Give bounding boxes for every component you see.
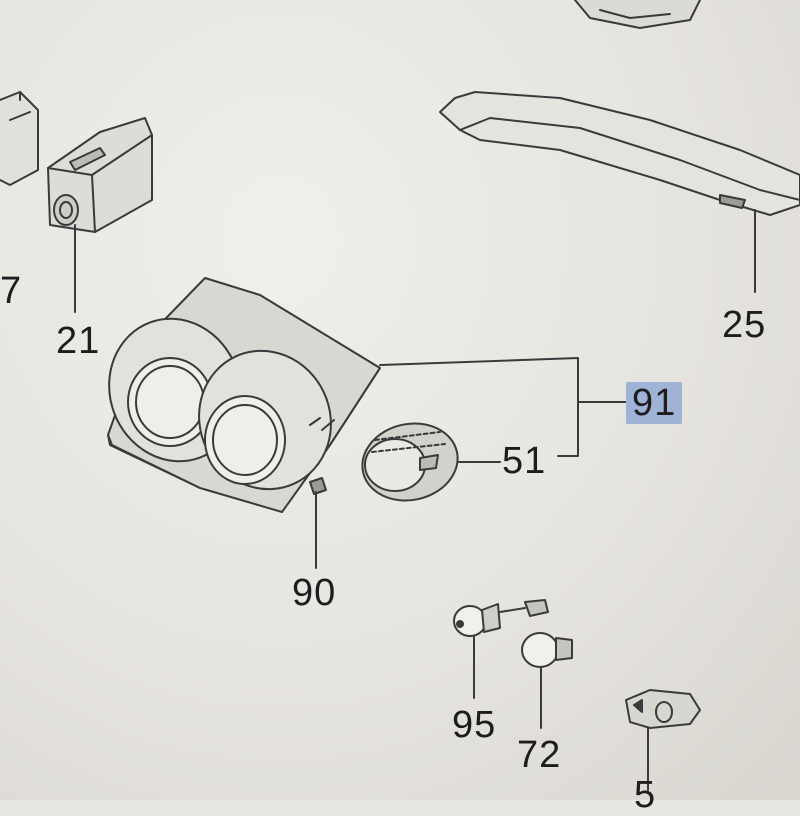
knob-51 (361, 422, 501, 502)
callout-91: 91 (626, 382, 683, 424)
callout-21: 21 (56, 320, 101, 362)
gauge-bezel (107, 277, 381, 513)
callout-7: 7 (0, 270, 23, 312)
top-partial-part (574, 0, 701, 29)
switch-part-7 (0, 91, 39, 186)
callout-25: 25 (722, 304, 767, 346)
callout-90: 90 (292, 572, 337, 614)
callout-95: 95 (452, 704, 497, 746)
trim-strip-25 (439, 91, 800, 293)
connector-5 (625, 689, 701, 791)
bulb-72 (521, 632, 573, 729)
screw-90 (309, 477, 327, 569)
switch-part-21 (47, 117, 153, 313)
bracket-91 (379, 357, 629, 457)
callout-5: 5 (634, 774, 657, 816)
bulb-95 (453, 599, 549, 699)
callout-72: 72 (517, 734, 562, 776)
callout-51: 51 (502, 440, 547, 482)
